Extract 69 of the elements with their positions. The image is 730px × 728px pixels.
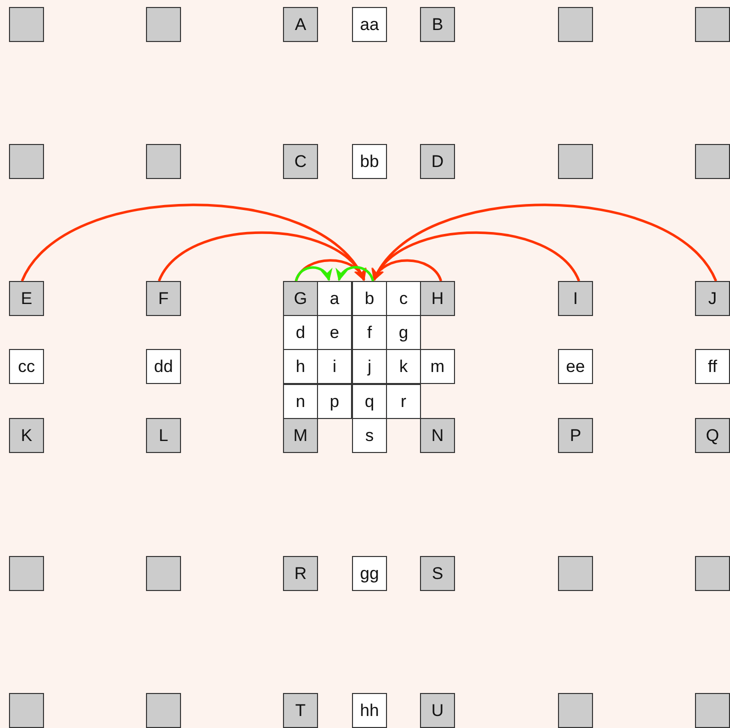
- curved-arrow: [337, 266, 374, 282]
- label-box: h: [283, 349, 318, 384]
- label-box: dd: [146, 349, 181, 384]
- empty-box: [146, 7, 181, 42]
- label-box: K: [9, 418, 44, 453]
- empty-box: [695, 7, 730, 42]
- label-box: D: [420, 144, 455, 179]
- curved-arrow: [372, 231, 580, 282]
- label-box: s: [352, 418, 387, 453]
- empty-box: [9, 693, 44, 728]
- empty-box: [695, 144, 730, 179]
- curved-arrow: [372, 259, 442, 282]
- label-box: B: [420, 7, 455, 42]
- label-box: n: [283, 384, 318, 419]
- empty-box: [146, 556, 181, 591]
- curved-arrow: [158, 231, 366, 282]
- label-box: ee: [558, 349, 593, 384]
- label-box: A: [283, 7, 318, 42]
- label-box: g: [386, 315, 421, 350]
- label-box: cc: [9, 349, 44, 384]
- curved-arrow: [20, 204, 366, 282]
- label-box: P: [558, 418, 593, 453]
- curved-arrow: [294, 259, 366, 282]
- label-box: N: [420, 418, 455, 453]
- empty-box: [558, 693, 593, 728]
- label-box: b: [352, 281, 387, 316]
- empty-box: [558, 144, 593, 179]
- empty-box: [558, 7, 593, 42]
- label-box: R: [283, 556, 318, 591]
- label-box: i: [317, 349, 352, 384]
- label-box: k: [386, 349, 421, 384]
- empty-box: [9, 144, 44, 179]
- label-box: F: [146, 281, 181, 316]
- label-box: e: [317, 315, 352, 350]
- label-box: aa: [352, 7, 387, 42]
- label-box: d: [283, 315, 318, 350]
- label-box: Q: [695, 418, 730, 453]
- empty-box: [146, 144, 181, 179]
- label-box: C: [283, 144, 318, 179]
- label-box: q: [352, 384, 387, 419]
- empty-box: [558, 556, 593, 591]
- empty-box: [695, 556, 730, 591]
- label-box: c: [386, 281, 421, 316]
- label-box: J: [695, 281, 730, 316]
- label-box: G: [283, 281, 318, 316]
- label-box: f: [352, 315, 387, 350]
- label-box: H: [420, 281, 455, 316]
- curved-arrow: [294, 266, 332, 282]
- label-box: U: [420, 693, 455, 728]
- label-box: E: [9, 281, 44, 316]
- label-box: T: [283, 693, 318, 728]
- curved-arrow: [372, 204, 718, 282]
- label-box: I: [558, 281, 593, 316]
- label-box: ff: [695, 349, 730, 384]
- label-box: r: [386, 384, 421, 419]
- empty-box: [146, 693, 181, 728]
- label-box: hh: [352, 693, 387, 728]
- label-box: M: [283, 418, 318, 453]
- label-box: L: [146, 418, 181, 453]
- label-box: m: [420, 349, 455, 384]
- label-box: bb: [352, 144, 387, 179]
- label-box: S: [420, 556, 455, 591]
- label-box: a: [317, 281, 352, 316]
- label-box: p: [317, 384, 352, 419]
- label-box: gg: [352, 556, 387, 591]
- empty-box: [695, 693, 730, 728]
- empty-box: [9, 7, 44, 42]
- empty-box: [9, 556, 44, 591]
- label-box: j: [352, 349, 387, 384]
